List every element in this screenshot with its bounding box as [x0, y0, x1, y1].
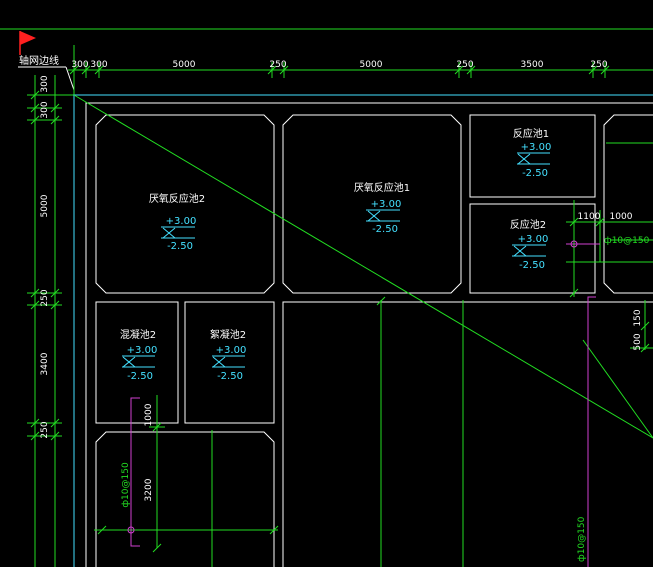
tank-reaction1-top: +3.00: [521, 142, 552, 153]
tank-floc-name: 絮凝池2: [210, 328, 246, 341]
marker-label: 轴网边线: [19, 54, 59, 67]
tank-floc-outline: [184, 301, 275, 424]
left-dim-3: 250: [40, 289, 50, 306]
right-rebar-marker[interactable]: [566, 240, 600, 567]
left-rebar-label: ф10@150: [121, 462, 131, 508]
tank-anaerobic-name: 厌氧反应池1: [354, 181, 410, 194]
tank-mix-name: 混凝池2: [120, 328, 156, 341]
top-dim-1: 300: [90, 60, 107, 70]
left-dimension-labels: 300 300 5000 250 3400 250: [40, 75, 50, 438]
marker-leader: [65, 66, 75, 91]
left-dimension-line: [27, 75, 75, 567]
tank-right-outline: [603, 114, 653, 294]
top-dimension-line: [68, 45, 653, 95]
corridor-outline: [282, 301, 653, 567]
tank-floc-top: +3.00: [216, 345, 247, 356]
tank-outlines[interactable]: [95, 114, 653, 567]
tank-reaction2-top: +3.00: [518, 234, 549, 245]
elevation-marker-icon: [512, 244, 546, 257]
tank-lower-left-outline: [95, 431, 275, 567]
red-flag-icon: [19, 31, 36, 55]
elevation-marker-icon: [366, 209, 400, 222]
left-dim-1: 300: [40, 101, 50, 118]
elevation-marker-icon: [212, 355, 245, 368]
tank-anoxic: 厌氧反应池2 +3.00 -2.50: [149, 192, 205, 252]
right-dim-1100: 1100: [578, 212, 601, 222]
tank-anaerobic-top: +3.00: [371, 199, 402, 210]
tank-mix-outline: [95, 301, 179, 424]
right-dimension-lines: [376, 142, 653, 567]
top-dim-3: 250: [269, 60, 286, 70]
tank-reaction1: 反应池1 +3.00 -2.50: [513, 127, 552, 179]
tank-floc-bottom: -2.50: [217, 371, 243, 382]
right-dim-150: 150: [633, 309, 643, 326]
left-dim-0: 300: [40, 75, 50, 92]
left-dim-2: 5000: [40, 194, 50, 217]
tank-reaction1-outline: [469, 114, 596, 198]
right-dim-500: 500: [633, 333, 643, 350]
left-lower-dimension-lines: [94, 395, 279, 567]
tank-anaerobic: 厌氧反应池1 +3.00 -2.50: [354, 181, 410, 235]
tank-reaction2: 反应池2 +3.00 -2.50: [510, 218, 549, 271]
left-dim-5: 250: [40, 421, 50, 438]
top-dim-0: 300: [71, 60, 88, 70]
elevation-marker-icon: [161, 226, 195, 239]
top-dimension-labels: 300 300 5000 250 5000 250 3500 250: [71, 60, 607, 70]
tank-anoxic-top: +3.00: [166, 216, 197, 227]
tank-mix-bottom: -2.50: [127, 371, 153, 382]
elevation-marker-icon: [122, 355, 155, 368]
tank-reaction1-bottom: -2.50: [522, 168, 548, 179]
left-rebar-marker[interactable]: [127, 397, 140, 547]
left-dim-4: 3400: [40, 352, 50, 375]
tank-reaction1-name: 反应池1: [513, 127, 549, 140]
tank-anaerobic-bottom: -2.50: [372, 224, 398, 235]
right-dim-1000: 1000: [610, 212, 633, 222]
elevation-marker-icon: [517, 152, 550, 165]
tank-anoxic-bottom: -2.50: [167, 241, 193, 252]
tank-mix: 混凝池2 +3.00 -2.50: [120, 328, 158, 382]
diagonal-guide-line: [73, 94, 653, 439]
top-dim-2: 5000: [173, 60, 196, 70]
tank-anaerobic-outline: [282, 114, 462, 294]
top-dim-7: 250: [590, 60, 607, 70]
top-dim-4: 5000: [360, 60, 383, 70]
tank-anoxic-outline: [95, 114, 275, 294]
tank-reaction2-name: 反应池2: [510, 218, 546, 231]
left-dim-1000: 1000: [144, 403, 154, 426]
tank-anoxic-name: 厌氧反应池2: [149, 192, 205, 205]
right-rebar-label: ф10@150: [604, 236, 650, 246]
top-dim-5: 250: [456, 60, 473, 70]
tank-floc: 絮凝池2 +3.00 -2.50: [210, 328, 247, 382]
left-dim-3200: 3200: [144, 478, 154, 501]
tank-mix-top: +3.00: [127, 345, 158, 356]
top-dim-6: 3500: [521, 60, 544, 70]
bottom-rebar-label: ф10@150: [577, 516, 587, 562]
tank-reaction2-bottom: -2.50: [519, 260, 545, 271]
tank-reaction2-outline: [469, 203, 596, 294]
